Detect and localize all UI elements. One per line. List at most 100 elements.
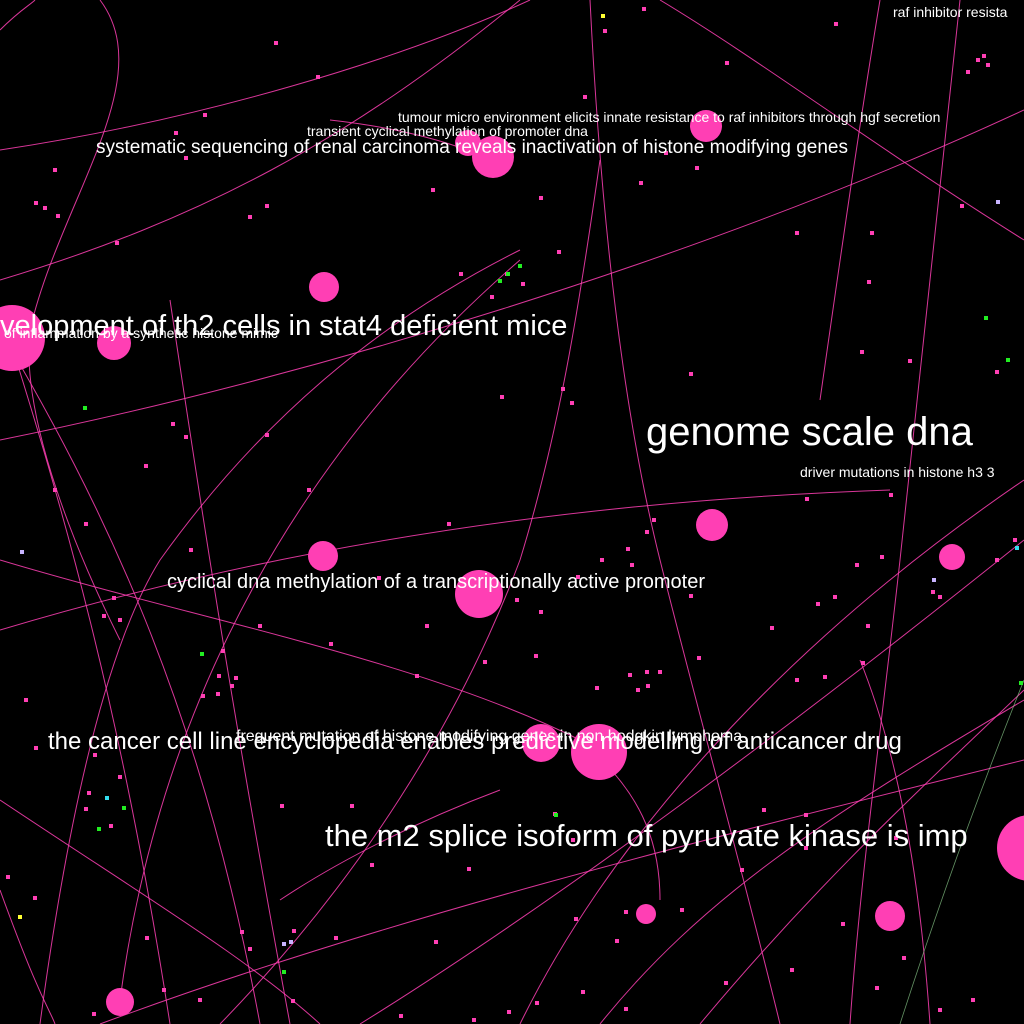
small-node	[995, 370, 999, 374]
small-node	[971, 998, 975, 1002]
node[interactable]	[309, 272, 339, 302]
edge	[279, 789, 501, 901]
small-node	[535, 1001, 539, 1005]
small-node	[571, 838, 575, 842]
small-node	[645, 670, 649, 674]
small-node	[870, 231, 874, 235]
small-node	[93, 753, 97, 757]
small-node	[1019, 681, 1023, 685]
node[interactable]	[696, 509, 728, 541]
edge	[219, 159, 601, 1024]
small-node	[217, 674, 221, 678]
node-label-driver-mutations: driver mutations in histone h3 3	[800, 464, 995, 480]
node[interactable]	[472, 136, 514, 178]
small-node	[507, 1010, 511, 1014]
small-node	[43, 206, 47, 210]
small-node	[248, 947, 252, 951]
small-node	[770, 626, 774, 630]
small-node	[984, 316, 988, 320]
small-node	[189, 548, 193, 552]
small-node	[804, 846, 808, 850]
small-node	[118, 775, 122, 779]
small-node	[307, 488, 311, 492]
edge	[9, 339, 171, 1024]
edge	[0, 0, 531, 151]
small-node	[174, 131, 178, 135]
node[interactable]	[308, 541, 338, 571]
small-node	[115, 241, 119, 245]
small-node-layer	[6, 7, 1023, 1022]
node[interactable]	[97, 326, 131, 360]
node[interactable]	[571, 724, 627, 780]
small-node	[570, 401, 574, 405]
small-node	[931, 590, 935, 594]
node-label-raf-inhibitor: raf inhibitor resista	[893, 4, 1008, 20]
node[interactable]	[875, 901, 905, 931]
small-node	[521, 282, 525, 286]
node[interactable]	[455, 130, 481, 156]
edge	[0, 329, 261, 1024]
edge	[599, 699, 1024, 1024]
node[interactable]	[106, 988, 134, 1016]
small-node	[725, 61, 729, 65]
small-node	[145, 936, 149, 940]
node[interactable]	[0, 305, 45, 371]
small-node	[576, 575, 580, 579]
small-node	[658, 670, 662, 674]
edge	[0, 109, 1024, 441]
small-node	[162, 988, 166, 992]
small-node	[53, 488, 57, 492]
node-label-cancer-cell-line: the cancer cell line encyclopedia enable…	[48, 728, 902, 755]
small-node	[221, 649, 225, 653]
small-node	[889, 493, 893, 497]
node[interactable]	[455, 570, 503, 618]
node[interactable]	[939, 544, 965, 570]
edge	[899, 679, 1024, 1024]
small-node	[894, 836, 898, 840]
small-node	[490, 295, 494, 299]
small-node	[500, 395, 504, 399]
small-node	[790, 968, 794, 972]
small-node	[329, 642, 333, 646]
small-node	[795, 231, 799, 235]
small-node	[646, 684, 650, 688]
small-node	[600, 558, 604, 562]
small-node	[639, 181, 643, 185]
small-node	[84, 522, 88, 526]
small-node	[105, 796, 109, 800]
small-node	[603, 29, 607, 33]
small-node	[334, 936, 338, 940]
small-node	[860, 350, 864, 354]
small-node	[642, 7, 646, 11]
small-node	[506, 272, 510, 276]
small-node	[431, 188, 435, 192]
node[interactable]	[636, 904, 656, 924]
edge	[39, 249, 521, 1024]
small-node	[539, 610, 543, 614]
small-node	[201, 694, 205, 698]
small-node	[467, 867, 471, 871]
node[interactable]	[997, 815, 1024, 881]
small-node	[689, 594, 693, 598]
small-node	[626, 547, 630, 551]
small-node	[184, 156, 188, 160]
node[interactable]	[522, 724, 560, 762]
small-node	[282, 942, 286, 946]
small-node	[595, 686, 599, 690]
large-node-layer	[0, 110, 1024, 1016]
edge	[0, 889, 56, 1024]
small-node	[87, 791, 91, 795]
small-node	[861, 661, 865, 665]
small-node	[624, 1007, 628, 1011]
small-node	[34, 746, 38, 750]
small-node	[33, 896, 37, 900]
small-node	[370, 863, 374, 867]
small-node	[447, 522, 451, 526]
small-node	[265, 433, 269, 437]
edge	[519, 479, 1024, 1024]
small-node	[554, 813, 558, 817]
node[interactable]	[690, 110, 722, 142]
small-node	[184, 435, 188, 439]
small-node	[109, 824, 113, 828]
small-node	[258, 624, 262, 628]
